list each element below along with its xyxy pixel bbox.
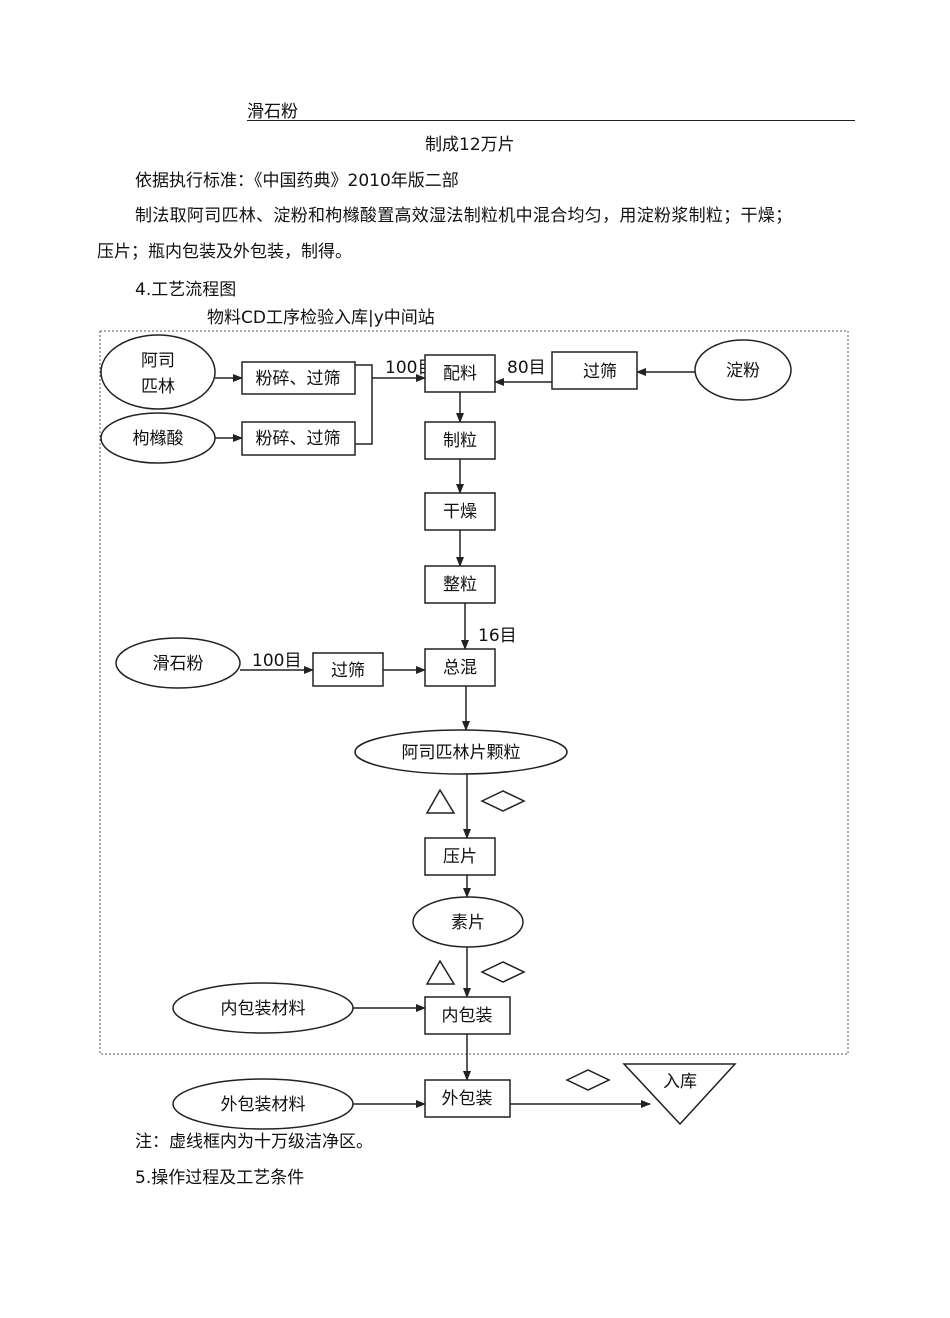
plain-tablet-node	[412, 896, 524, 948]
section-4-heading: 4.工艺流程图	[135, 280, 237, 300]
legend-text: 物料CD工序检验入库|y中间站	[207, 308, 435, 328]
plain-tablet-label: 素片	[451, 913, 485, 933]
starch-sieve-box	[551, 351, 638, 390]
outer-pack-label: 外包装	[442, 1089, 493, 1109]
ingredient-line: 滑石粉	[247, 102, 298, 122]
dry-label: 干燥	[443, 502, 477, 522]
clean-zone-boundary	[99, 330, 849, 1055]
intermediate-diamond-icon	[480, 790, 526, 812]
crush-sieve-label-1: 粉碎、过筛	[256, 369, 341, 389]
blend-box	[424, 648, 496, 687]
crush-sieve-box-1	[241, 361, 356, 395]
mesh-100-label-2: 100目	[252, 651, 301, 671]
size-label: 整粒	[443, 575, 477, 595]
intermediate-diamond-icon	[480, 961, 526, 983]
starch-node	[694, 339, 792, 401]
standard-text: 依据执行标准：《中国药典》2010年版二部	[135, 171, 459, 191]
aspirin-label-1: 阿司	[141, 351, 175, 371]
crush-sieve-box-2	[241, 421, 356, 456]
granules-node	[354, 729, 568, 775]
intermediate-diamond-icon	[565, 1069, 611, 1091]
starch-sieve-label: 过筛	[583, 362, 617, 382]
crush-sieve-label-2: 粉碎、过筛	[256, 429, 341, 449]
outer-pack-box	[424, 1079, 511, 1118]
talc-sieve-box	[312, 652, 384, 687]
granules-label: 阿司匹林片颗粒	[402, 743, 521, 763]
dry-box	[424, 492, 496, 531]
yield-text: 制成12万片	[425, 135, 515, 155]
storage-triangle-icon	[622, 1063, 737, 1126]
starch-label: 淀粉	[726, 361, 760, 381]
press-label: 压片	[443, 847, 477, 867]
mix-box	[424, 354, 496, 393]
granulate-box	[424, 421, 496, 460]
granulate-label: 制粒	[443, 431, 477, 451]
press-box	[424, 837, 496, 876]
aspirin-node	[100, 334, 216, 410]
inner-material-label: 内包装材料	[221, 999, 306, 1019]
inspection-triangle-icon	[425, 959, 456, 985]
mesh-16-label: 16目	[478, 626, 517, 646]
method-line-2: 压片；瓶内包装及外包装，制得。	[97, 242, 352, 262]
inspection-triangle-icon	[425, 788, 456, 814]
blend-label: 总混	[443, 658, 477, 678]
aspirin-label-2: 匹林	[141, 377, 175, 397]
talc-node	[115, 637, 241, 689]
inner-pack-label: 内包装	[442, 1006, 493, 1026]
method-line-1: 制法取阿司匹林、淀粉和枸橼酸置高效湿法制粒机中混合均匀，用淀粉浆制粒；干燥；	[135, 206, 793, 226]
citric-acid-label: 枸橼酸	[133, 429, 184, 449]
underline	[247, 120, 855, 121]
section-5-heading: 5.操作过程及工艺条件	[135, 1168, 305, 1188]
talc-sieve-label: 过筛	[331, 661, 365, 681]
merge-connector	[355, 364, 373, 445]
outer-material-label: 外包装材料	[221, 1095, 306, 1115]
mesh-100-label: 100目	[385, 358, 434, 378]
storage-label: 入库	[663, 1072, 697, 1092]
mix-label: 配料	[443, 364, 477, 384]
note-text: 注：虚线框内为十万级洁净区。	[135, 1132, 373, 1152]
talc-label: 滑石粉	[153, 654, 204, 674]
size-box	[424, 565, 496, 604]
mesh-80-label: 80目	[507, 358, 546, 378]
